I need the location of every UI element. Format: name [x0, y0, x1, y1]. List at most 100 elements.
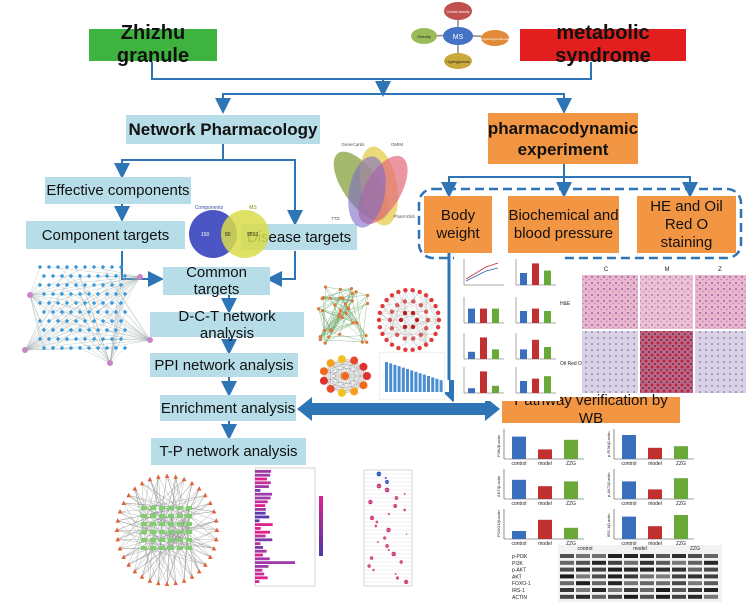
- ring-node: [433, 331, 438, 337]
- ppi-node: [323, 285, 328, 289]
- wb-band: [608, 574, 622, 579]
- ring-node: [402, 336, 407, 341]
- tp-target-node: [168, 514, 174, 518]
- dct-target-node: [37, 318, 43, 324]
- tp-target-node: [159, 538, 165, 542]
- tp-target-node: [150, 546, 156, 550]
- wb-band: [688, 560, 702, 565]
- wb-group-label: control: [621, 461, 636, 467]
- biochem-bar: [492, 308, 499, 323]
- ppi-node: [354, 320, 358, 325]
- wb-band: [672, 560, 686, 565]
- ring-node: [402, 310, 408, 316]
- biochem-bar: [480, 308, 487, 323]
- tp-pathway-node: [203, 492, 208, 498]
- degree-bar: [435, 378, 439, 392]
- ms-node-center: [443, 27, 473, 45]
- tp-target-node: [177, 514, 183, 518]
- tp-target-node: [141, 506, 147, 510]
- biochem-charts-panel: [454, 253, 560, 401]
- dct-target-node: [55, 318, 61, 324]
- dct-target-node: [77, 291, 83, 297]
- tp-pathway-node: [132, 486, 138, 491]
- tp-target-node: [150, 522, 156, 526]
- go-bar: [255, 489, 261, 492]
- dct-target-node: [100, 300, 106, 306]
- dct-target-node: [64, 282, 70, 288]
- dct-target-node: [100, 336, 106, 342]
- go-bar: [255, 549, 267, 553]
- dct-target-node: [118, 300, 124, 306]
- histo-col-m: M: [665, 267, 670, 273]
- tp-target-node: [150, 538, 156, 542]
- go-bar: [255, 572, 265, 576]
- dct-target-node: [109, 300, 115, 306]
- histo-col-z: Z: [718, 267, 722, 273]
- biochem-bar: [544, 270, 551, 285]
- tp-pathway-node: [173, 580, 178, 586]
- tp-target-node: [150, 506, 156, 510]
- ring-node: [418, 332, 424, 338]
- tp-target-node: [168, 506, 174, 510]
- go-bar: [255, 542, 261, 545]
- ring-node: [380, 303, 385, 309]
- ppi-node: [364, 334, 368, 338]
- dct-target-node: [95, 309, 101, 315]
- venn2-overlap-value: 80: [225, 232, 231, 238]
- ms-node-label-3: Hypertriglyceridemia: [481, 37, 509, 41]
- go-bar: [255, 473, 271, 477]
- dct-target-node: [122, 291, 128, 297]
- wb-bar: [538, 449, 552, 459]
- go-bar: [255, 496, 271, 500]
- histo-row-oil: Oil Red O: [560, 361, 582, 367]
- dct-target-node: [46, 336, 52, 342]
- wb-band: [560, 554, 574, 558]
- biochem-bar: [492, 349, 499, 359]
- wb-group-label: control: [511, 541, 526, 547]
- tp-target-node: [177, 538, 183, 542]
- wb-band: [656, 588, 670, 592]
- wb-band: [688, 588, 702, 592]
- wb-band: [640, 594, 654, 599]
- wb-band: [608, 560, 622, 565]
- ppi-node: [343, 302, 348, 306]
- wb-band: [704, 567, 718, 572]
- wb-band-label: p-PI3K: [512, 554, 528, 560]
- dct-target-node: [104, 291, 110, 297]
- ring-node: [423, 326, 429, 331]
- wb-bar: [564, 481, 578, 499]
- wb-bar: [622, 481, 636, 499]
- hub-gene-node: [337, 355, 346, 364]
- tp-pathway-node: [126, 562, 131, 567]
- venn4-label-3: TTD: [331, 216, 340, 221]
- dct-target-node: [95, 291, 101, 297]
- go-bar: [255, 557, 270, 561]
- wb-band: [688, 594, 702, 599]
- dct-target-node: [113, 327, 119, 333]
- dct-target-node: [109, 336, 115, 342]
- network-pharmacology-box: Network Pharmacology: [126, 115, 320, 144]
- wb-band: [688, 554, 702, 558]
- dct-target-node: [77, 327, 83, 333]
- dct-target-node: [46, 318, 52, 324]
- dct-target-node: [73, 264, 79, 270]
- wb-band-label: PI3K: [512, 561, 524, 567]
- ppi-node: [365, 301, 370, 306]
- tp-pathway-node: [203, 562, 208, 567]
- dct-target-node: [68, 309, 74, 315]
- wb-bar: [622, 516, 636, 539]
- dct-target-node: [104, 273, 110, 279]
- degree-bar: [401, 367, 405, 392]
- dct-target-node: [82, 282, 88, 288]
- dct-target-node: [68, 273, 74, 279]
- tp-pathway-node: [211, 545, 217, 551]
- venn4-label-4: PharmGkb: [393, 214, 415, 219]
- ppi-node: [351, 321, 355, 325]
- wb-chart-label: p-PI3K/β-actin: [606, 432, 611, 457]
- wb-group-label: control: [511, 501, 526, 507]
- biochem-bar: [492, 385, 499, 393]
- venn-two-set: Components MS 150 80 9513: [189, 205, 269, 258]
- wb-band: [656, 594, 670, 599]
- ppi-node: [350, 299, 354, 303]
